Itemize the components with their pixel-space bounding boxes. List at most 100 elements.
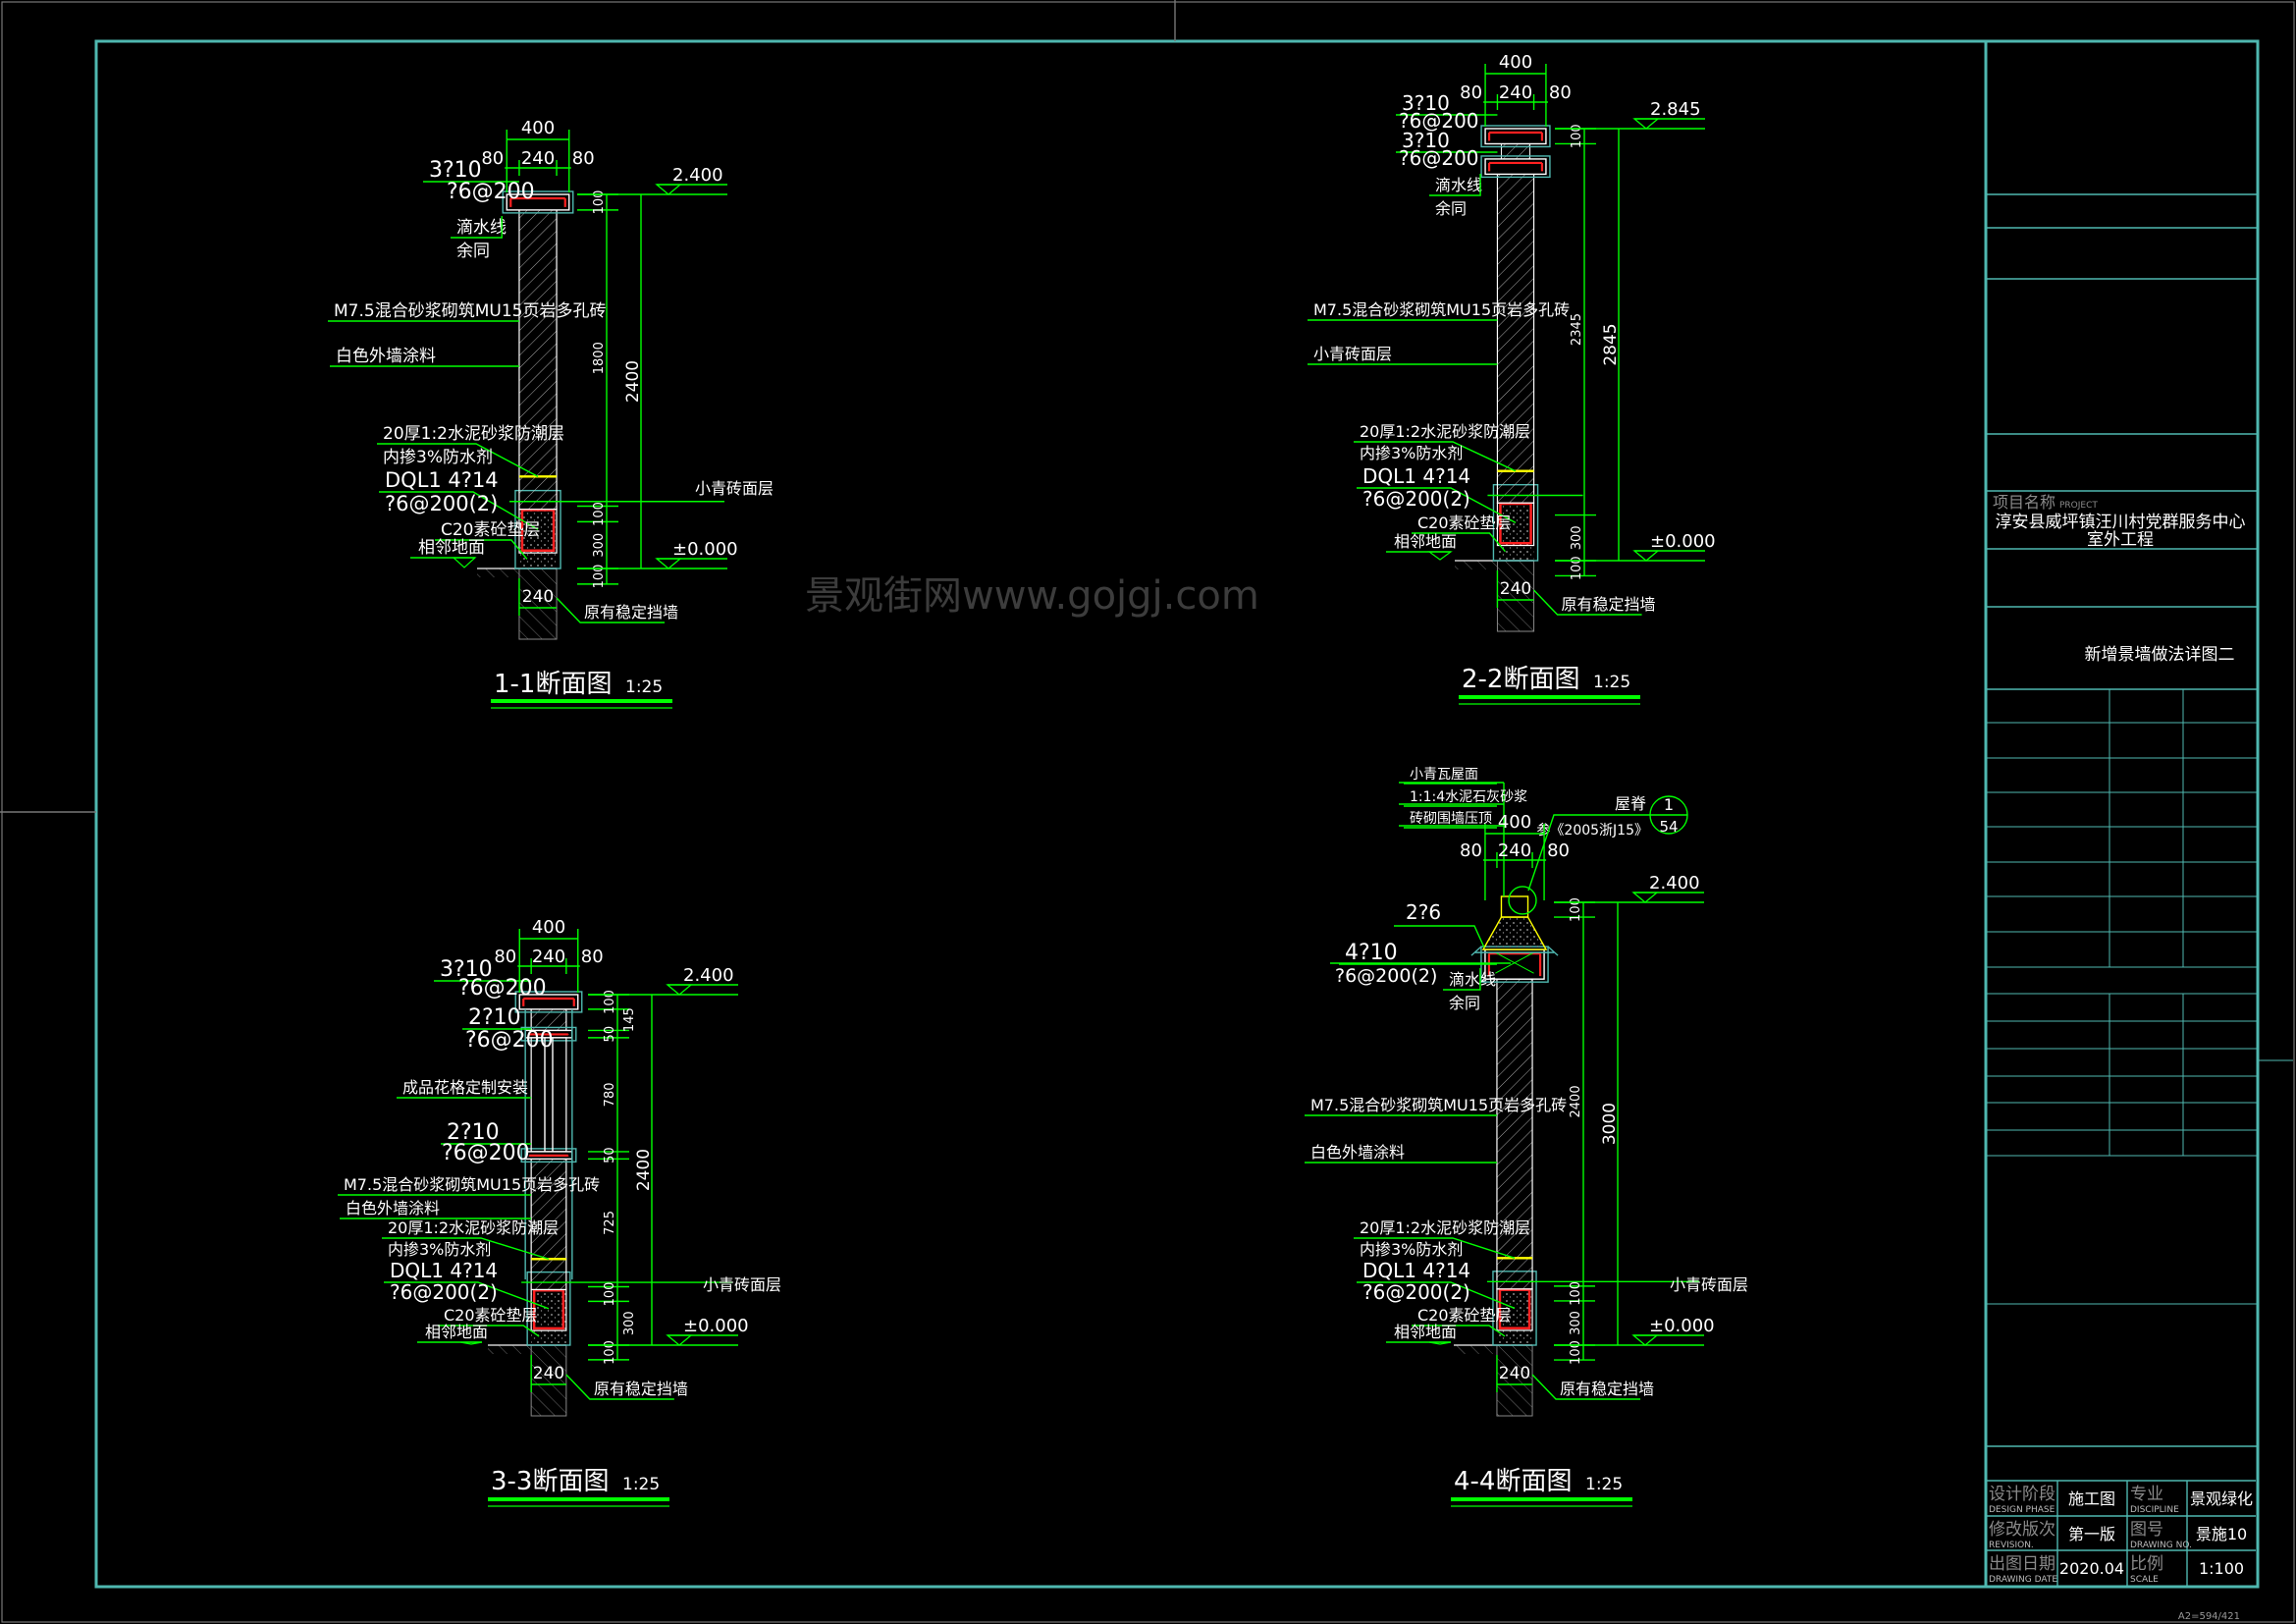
annotation-label: ?6@200 — [465, 1028, 554, 1053]
elevation-top-value: 2.400 — [1649, 873, 1700, 893]
ring-beam-rebar — [1499, 502, 1532, 545]
field-label-en: DRAWING DATE — [1989, 1575, 2057, 1585]
annotation-label: 砖砌围墙压顶 — [1410, 811, 1492, 827]
annotation-label: 余同 — [1449, 994, 1480, 1012]
dim-chain-value: 100 — [592, 190, 607, 215]
field-label-en: DRAWING NO. — [2130, 1541, 2192, 1550]
label-retaining-wall: 原有稳定挡墙 — [1562, 595, 1656, 614]
label-leader — [435, 539, 528, 560]
label-leader — [1533, 589, 1642, 616]
field-value: 施工图 — [2068, 1489, 2115, 1508]
dim-chain-value: 100 — [1569, 1340, 1583, 1365]
dim-240: 240 — [532, 947, 565, 967]
annotation-label: DQL1 4?14 — [1362, 1259, 1470, 1282]
dim-chain-value: 100 — [603, 990, 617, 1014]
dim-bottom-240: 240 — [1500, 579, 1531, 599]
annotation-label: 4?10 — [1345, 941, 1398, 965]
annotation-label: M7.5混合砂浆砌筑MU15页岩多孔砖 — [1310, 1096, 1567, 1114]
concrete-pad — [518, 553, 558, 568]
dim-80: 80 — [1547, 840, 1570, 861]
field-label: 图号 — [2130, 1520, 2163, 1540]
annotation-label: 成品花格定制安装 — [402, 1078, 528, 1097]
section-scale: 1:25 — [625, 677, 663, 697]
dim-chain-value: 725 — [603, 1211, 617, 1235]
grille-beam-upper-outline — [520, 1026, 577, 1042]
annotation-label: M7.5混合砂浆砌筑MU15页岩多孔砖 — [334, 301, 606, 321]
dim-80: 80 — [1460, 840, 1482, 861]
lattice-panel — [530, 1037, 567, 1153]
dim-chain-value: 300 — [622, 1311, 637, 1335]
section-scale: 1:25 — [1585, 1475, 1623, 1494]
dim-total-value: 2400 — [634, 1149, 654, 1191]
coping-beam-upper — [1484, 128, 1547, 145]
label-leader — [565, 1374, 674, 1400]
coping-beam-upper-outline — [1480, 125, 1551, 148]
label-leader — [377, 443, 539, 477]
retaining-wall — [1496, 560, 1535, 632]
dim-80: 80 — [572, 148, 595, 169]
coping-beam-lower-outline — [1480, 155, 1551, 179]
label-leader — [438, 1325, 540, 1337]
ridge-detail-circle — [1508, 886, 1537, 915]
dim-chain-value: 1800 — [592, 342, 607, 374]
dim-400: 400 — [532, 917, 565, 938]
callout-ref: 参《2005浙J15》 — [1536, 822, 1648, 839]
grille-beam-lower-outline — [520, 1148, 577, 1164]
annotation-label: 2?6 — [1406, 900, 1441, 924]
label-leader — [1412, 1325, 1506, 1337]
coping-beam-lower — [1484, 158, 1547, 176]
label-brick-paving: 小青砖面层 — [1670, 1275, 1748, 1294]
annotation-label: M7.5混合砂浆砌筑MU15页岩多孔砖 — [344, 1175, 600, 1194]
elevation-ground-triangle — [1631, 1334, 1659, 1346]
annotation-label: 小青砖面层 — [1313, 345, 1392, 363]
label-brick-paving: 小青砖面层 — [695, 479, 774, 498]
retaining-wall — [518, 568, 558, 640]
dim-240: 240 — [1498, 840, 1531, 861]
dim-80: 80 — [581, 947, 604, 967]
cross-mark — [1495, 951, 1534, 974]
dim-chain-value: 780 — [603, 1082, 617, 1107]
ground-triangle — [1428, 1341, 1452, 1345]
field-label-en: SCALE — [2130, 1575, 2159, 1585]
dim-400: 400 — [1499, 52, 1532, 73]
annotation-label: ?6@200(2) — [1362, 1280, 1470, 1304]
elevation-top-triangle — [1632, 118, 1660, 130]
annotation-label: M7.5混合砂浆砌筑MU15页岩多孔砖 — [1313, 300, 1570, 319]
annotation-label: DQL1 4?14 — [1362, 464, 1470, 488]
inner-frame — [94, 39, 2260, 1589]
brick-wall — [1496, 978, 1533, 1290]
dim-80: 80 — [1549, 82, 1572, 103]
elevation-ground-value: ±0.000 — [1649, 1316, 1715, 1336]
ring-beam — [1496, 1288, 1533, 1331]
annotation-label: 相邻地面 — [1394, 532, 1457, 551]
annotation-label: 2?10 — [468, 1005, 521, 1030]
annotation-label: ?6@200(2) — [385, 492, 498, 515]
annotation-label: ?6@200(2) — [390, 1280, 498, 1304]
field-value: 景观绿化 — [2190, 1489, 2253, 1508]
callout-leader — [1527, 814, 1650, 892]
eave — [1547, 946, 1559, 956]
annotation-label: ?6@200 — [442, 1141, 530, 1165]
elevation-top-value: 2.845 — [1650, 99, 1701, 120]
annotation-label: DQL1 4?14 — [390, 1259, 498, 1282]
label-leader — [1357, 487, 1517, 523]
brick-wall — [1496, 173, 1535, 504]
annotation-label: C20素砼垫层 — [444, 1306, 538, 1325]
ring-beam — [1496, 502, 1535, 547]
annotation-label: 3?10 — [1402, 91, 1450, 115]
field-label-en: DESIGN PHASE — [1989, 1505, 2056, 1515]
label-leader — [1354, 1237, 1516, 1259]
coping-beam-outline — [514, 991, 583, 1013]
label-leader — [1354, 441, 1517, 472]
